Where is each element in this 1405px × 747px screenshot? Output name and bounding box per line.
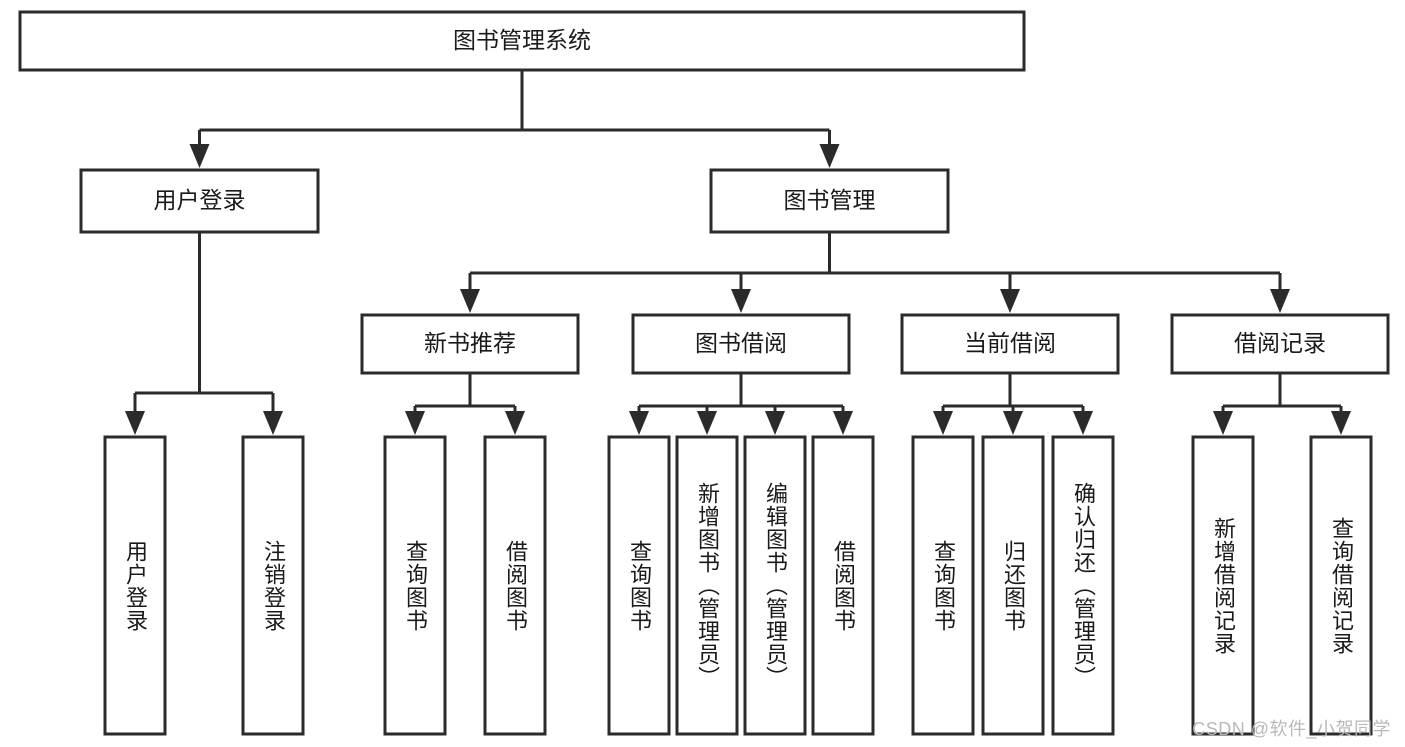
node-leaf-query-book-2[interactable] xyxy=(607,435,671,736)
node-box-leaf-query-record xyxy=(1309,435,1373,736)
node-new-book-rec[interactable]: 新书推荐 xyxy=(360,313,580,375)
node-book-borrow[interactable]: 图书借阅 xyxy=(631,313,851,375)
node-box-leaf-query-book-1 xyxy=(383,435,447,736)
arrow-head xyxy=(629,411,649,435)
node-box-borrow-record xyxy=(1170,313,1390,375)
node-root[interactable]: 图书管理系统 xyxy=(18,10,1026,72)
arrow-head xyxy=(765,411,785,435)
node-label-book-borrow: 图书借阅 xyxy=(695,330,787,356)
arrow-marker xyxy=(1000,273,1020,313)
arrow-marker xyxy=(1331,406,1351,435)
node-label-user-login: 用户登录 xyxy=(154,187,246,213)
node-box-leaf-user-logout xyxy=(241,435,305,736)
arrow-marker xyxy=(263,393,283,435)
arrow-head xyxy=(1331,411,1351,435)
node-box-book-borrow xyxy=(631,313,851,375)
node-leaf-borrow-book-1[interactable] xyxy=(483,435,547,736)
arrow-marker xyxy=(405,406,425,435)
node-box-user-login xyxy=(79,168,320,234)
arrow-head xyxy=(1000,289,1020,313)
arrow-marker xyxy=(933,406,953,435)
arrow-head xyxy=(1003,411,1023,435)
arrow-head xyxy=(833,411,853,435)
arrow-marker xyxy=(1270,273,1290,313)
node-box-leaf-query-book-2 xyxy=(607,435,671,736)
arrow-head xyxy=(731,289,751,313)
node-box-leaf-query-book-3 xyxy=(911,435,975,736)
node-box-leaf-confirm-return xyxy=(1051,435,1115,736)
node-borrow-record[interactable]: 借阅记录 xyxy=(1170,313,1390,375)
node-label-borrow-record: 借阅记录 xyxy=(1234,330,1326,356)
arrow-head xyxy=(405,411,425,435)
arrow-head xyxy=(819,144,840,168)
node-user-login[interactable]: 用户登录 xyxy=(79,168,320,234)
connectors-layer xyxy=(125,70,1351,435)
node-box-leaf-add-record xyxy=(1191,435,1255,736)
node-box-leaf-user-login xyxy=(103,435,167,736)
arrow-marker xyxy=(189,130,210,168)
node-leaf-return-book[interactable] xyxy=(981,435,1045,736)
arrow-marker xyxy=(833,406,853,435)
arrow-marker xyxy=(819,130,840,168)
arrow-head xyxy=(1270,289,1290,313)
node-label-new-book-rec: 新书推荐 xyxy=(424,330,516,356)
arrow-head xyxy=(933,411,953,435)
node-label-root: 图书管理系统 xyxy=(453,27,591,53)
arrow-marker xyxy=(505,406,525,435)
arrow-marker xyxy=(629,406,649,435)
node-leaf-user-login[interactable] xyxy=(103,435,167,736)
node-leaf-edit-book[interactable] xyxy=(743,435,807,736)
node-box-leaf-return-book xyxy=(981,435,1045,736)
arrow-marker xyxy=(697,406,717,435)
arrow-head xyxy=(505,411,525,435)
arrow-head xyxy=(263,411,283,435)
arrow-marker xyxy=(731,273,751,313)
node-current-borrow[interactable]: 当前借阅 xyxy=(900,313,1120,375)
node-leaf-borrow-book-2[interactable] xyxy=(811,435,875,736)
node-leaf-user-logout[interactable] xyxy=(241,435,305,736)
arrow-head xyxy=(1073,411,1093,435)
node-label-book-manage: 图书管理 xyxy=(784,187,876,213)
watermark-text: CSDN @软件_小贺同学 xyxy=(1192,719,1391,739)
node-box-leaf-add-book xyxy=(675,435,739,736)
arrow-marker xyxy=(1073,406,1093,435)
node-leaf-add-record[interactable] xyxy=(1191,435,1255,736)
node-label-current-borrow: 当前借阅 xyxy=(964,330,1056,356)
arrow-head xyxy=(125,411,145,435)
node-leaf-query-book-1[interactable] xyxy=(383,435,447,736)
node-box-current-borrow xyxy=(900,313,1120,375)
node-box-book-manage xyxy=(709,168,950,234)
arrow-head xyxy=(1213,411,1233,435)
node-leaf-query-record[interactable] xyxy=(1309,435,1373,736)
node-book-manage[interactable]: 图书管理 xyxy=(709,168,950,234)
arrow-marker xyxy=(125,393,145,435)
arrow-marker xyxy=(1003,406,1023,435)
node-leaf-query-book-3[interactable] xyxy=(911,435,975,736)
node-box-leaf-edit-book xyxy=(743,435,807,736)
node-leaf-confirm-return[interactable] xyxy=(1051,435,1115,736)
arrow-head xyxy=(189,144,210,168)
arrow-marker xyxy=(1213,406,1233,435)
arrow-head xyxy=(460,289,480,313)
arrow-marker xyxy=(765,406,785,435)
arrow-head xyxy=(697,411,717,435)
node-leaf-add-book[interactable] xyxy=(675,435,739,736)
node-box-leaf-borrow-book-1 xyxy=(483,435,547,736)
arrow-marker xyxy=(460,273,480,313)
node-box-root xyxy=(18,10,1026,72)
node-box-leaf-borrow-book-2 xyxy=(811,435,875,736)
node-box-new-book-rec xyxy=(360,313,580,375)
